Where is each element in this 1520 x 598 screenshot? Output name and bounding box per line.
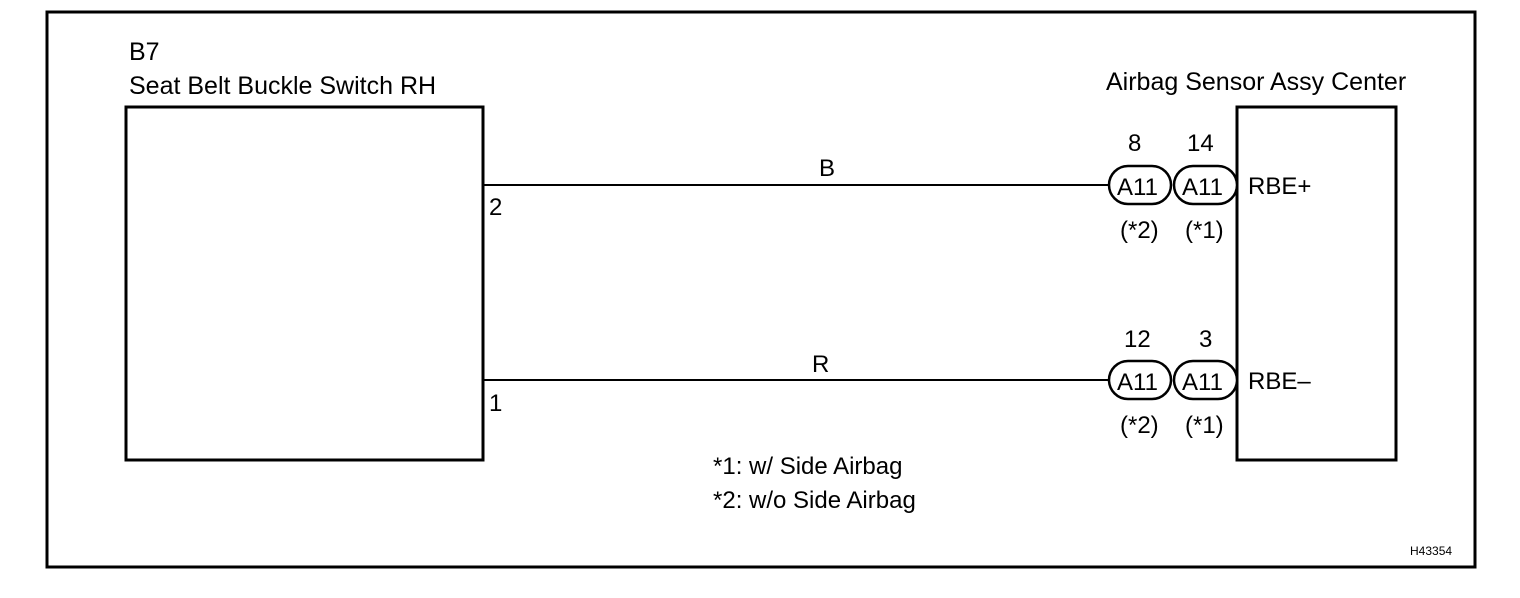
- figure-id: H43354: [1410, 544, 1453, 558]
- switch-pin-top: 2: [489, 194, 503, 221]
- connector-code-top-2: A11: [1182, 174, 1223, 201]
- connector-oval-bottom-2: [1172, 359, 1239, 401]
- wire-color-bottom: R: [812, 351, 830, 378]
- connector-pin-bottom-2: 3: [1199, 326, 1213, 353]
- connector-code-top-1: A11: [1117, 174, 1158, 201]
- sensor-terminal-top: RBE+: [1248, 173, 1312, 200]
- wire-color-top: B: [819, 155, 836, 182]
- airbag-sensor-box: [1235, 105, 1398, 462]
- footnote-1: *1: w/ Side Airbag: [713, 453, 903, 480]
- sensor-terminal-bottom: RBE–: [1248, 368, 1311, 395]
- connector-code-bottom-1: A11: [1117, 369, 1158, 396]
- connector-pin-bottom-1: 12: [1124, 326, 1151, 353]
- connector-pin-top-2: 14: [1187, 130, 1214, 157]
- diagram-frame: [45, 10, 1477, 569]
- switch-pin-bottom: 1: [489, 390, 503, 417]
- connector-note-bottom-1: (*2): [1120, 412, 1159, 439]
- connector-oval-bottom-1: [1107, 359, 1173, 401]
- switch-code: B7: [129, 38, 160, 66]
- footnote-2: *2: w/o Side Airbag: [713, 487, 916, 514]
- sensor-name: Airbag Sensor Assy Center: [1106, 68, 1407, 96]
- connector-pin-top-1: 8: [1128, 130, 1142, 157]
- connector-note-bottom-2: (*1): [1185, 412, 1224, 439]
- connector-note-top-2: (*1): [1185, 217, 1224, 244]
- connector-oval-top-1: [1107, 164, 1173, 206]
- seat-belt-switch-box: [124, 105, 485, 462]
- switch-name: Seat Belt Buckle Switch RH: [129, 72, 437, 100]
- connector-oval-top-2: [1172, 164, 1239, 206]
- connector-note-top-1: (*2): [1120, 217, 1159, 244]
- connector-code-bottom-2: A11: [1182, 369, 1223, 396]
